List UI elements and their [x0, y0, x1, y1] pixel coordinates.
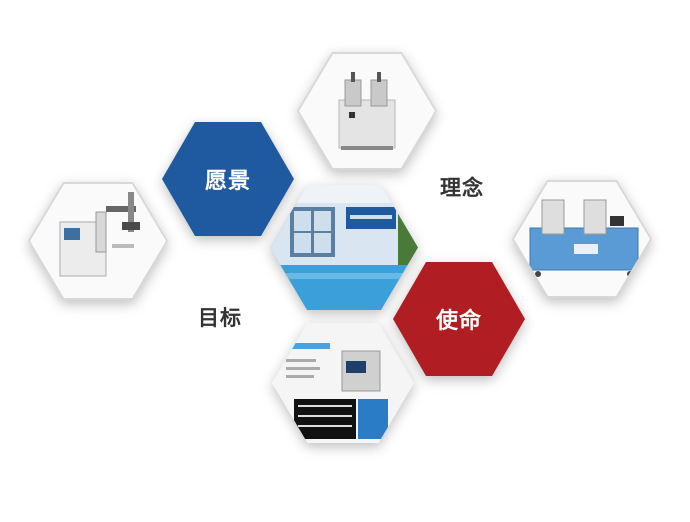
vision-label: 愿景 — [204, 169, 251, 194]
office-photo — [270, 185, 418, 310]
machine-hex-right — [512, 180, 652, 298]
mixing-machine-icon — [338, 72, 396, 150]
machine-hex-top — [297, 52, 437, 170]
vision-hex: 愿景 — [162, 122, 294, 236]
goal-label: 目标 — [198, 306, 242, 330]
office-photo-hex — [270, 185, 418, 310]
machine-hex-left — [28, 182, 168, 300]
dispensing-machine-icon — [59, 192, 140, 277]
control-screen-photo — [272, 323, 414, 443]
mission-label: 使命 — [435, 309, 482, 334]
philosophy-label: 理念 — [440, 176, 484, 200]
mission-hex: 使命 — [393, 262, 525, 376]
blue-machine-icon — [529, 199, 639, 277]
screen-photo-hex — [272, 323, 414, 443]
